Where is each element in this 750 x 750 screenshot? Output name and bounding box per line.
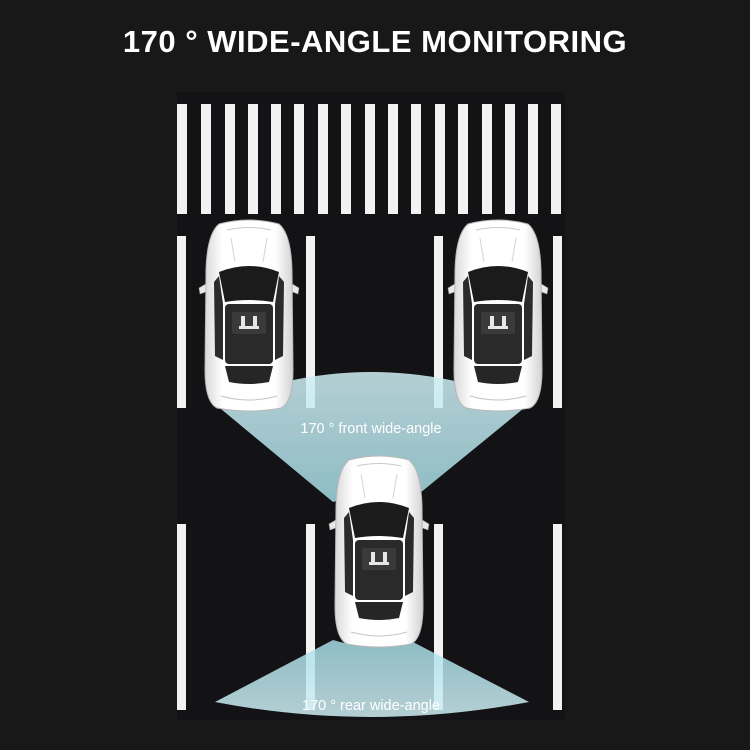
page-title: 170 ° WIDE-ANGLE MONITORING (122, 24, 628, 59)
parking-illustration (177, 104, 562, 717)
parked-car-left (198, 219, 300, 412)
parking-lines-lower (177, 524, 562, 710)
parking-scene: 170 ° front wide-angle 170 ° rear wide-a… (177, 92, 565, 720)
rear-angle-label: 170 ° rear wide-angle (302, 698, 440, 714)
front-angle-label: 170 ° front wide-angle (300, 421, 442, 437)
front-view-cone (215, 372, 529, 502)
parked-car-right (447, 219, 549, 412)
parking-lines-upper (177, 236, 562, 408)
crosswalk-stripes (177, 104, 561, 214)
rear-view-cone (215, 640, 529, 717)
monitoring-car (328, 455, 430, 648)
